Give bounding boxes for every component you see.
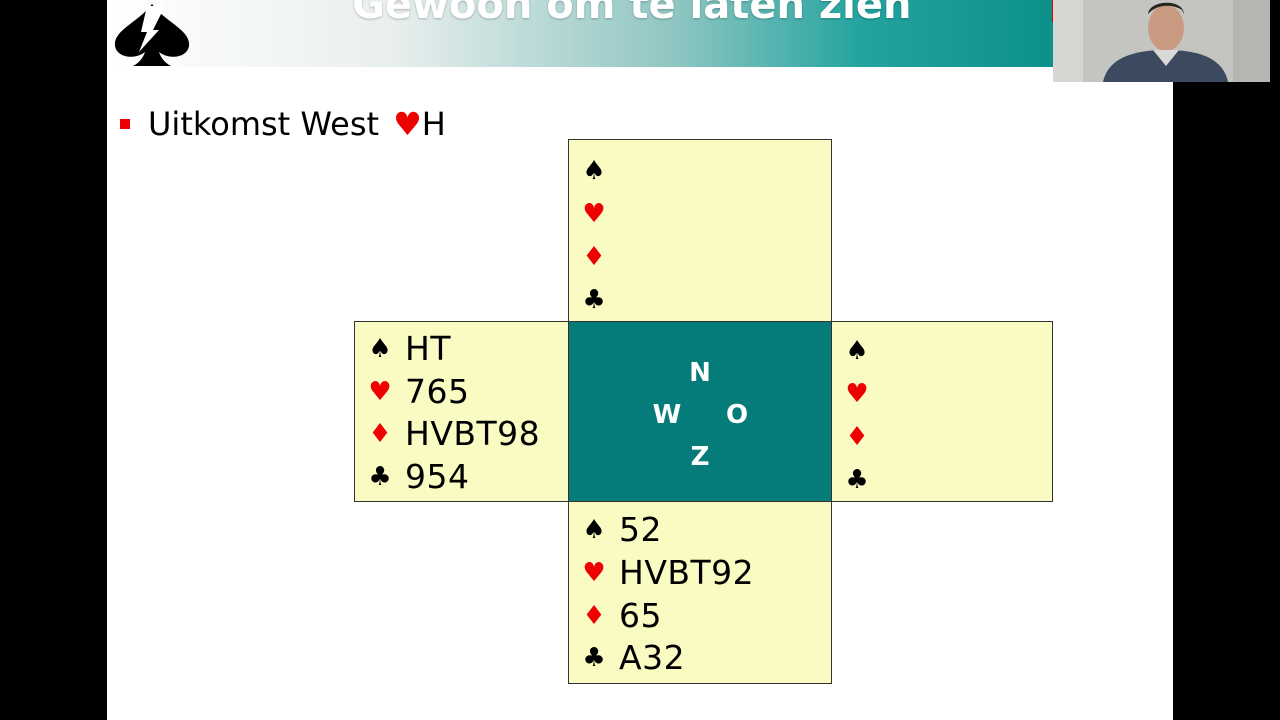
south-diamonds-row: ♦ 65: [581, 595, 662, 637]
west-clubs-row: ♣ 954: [367, 456, 470, 498]
header-banner: Gewoon om te laten zien: [107, 0, 1053, 67]
east-diamonds-row: ♦: [844, 416, 882, 458]
north-hearts-row: ♥: [581, 193, 619, 235]
compass-table: N W O Z: [568, 321, 832, 502]
heart-icon: ♥: [393, 105, 422, 143]
west-spades: HT: [405, 329, 451, 368]
east-hearts-row: ♥: [844, 373, 882, 415]
south-spades: 52: [619, 510, 662, 549]
east-clubs-row: ♣: [844, 459, 882, 501]
heart-icon: ♥: [582, 199, 606, 229]
club-icon: ♣: [582, 285, 606, 315]
diamond-icon: ♦: [845, 422, 869, 452]
north-hand: ♠ ♥ ♦ ♣: [568, 139, 832, 322]
club-icon: ♣: [368, 462, 392, 492]
west-hearts-row: ♥ 765: [367, 371, 470, 413]
spade-icon: ♠: [582, 156, 606, 186]
lead-bullet: Uitkomst West ♥ H: [120, 104, 446, 144]
compass-south: Z: [690, 442, 710, 472]
north-diamonds-row: ♦: [581, 236, 619, 278]
diamond-icon: ♦: [582, 242, 606, 272]
spade-logo-icon: [114, 4, 190, 66]
lead-text: Uitkomst West: [148, 105, 380, 143]
compass-north: N: [689, 358, 711, 388]
west-hand: ♠ HT ♥ 765 ♦ HVBT98 ♣ 954: [354, 321, 569, 502]
lead-card: H: [421, 105, 446, 143]
south-clubs: A32: [619, 638, 686, 677]
west-clubs: 954: [405, 457, 470, 496]
north-spades-row: ♠: [581, 150, 619, 192]
west-hearts: 765: [405, 372, 470, 411]
south-diamonds: 65: [619, 596, 662, 635]
south-hearts: HVBT92: [619, 553, 755, 592]
spade-icon: ♠: [845, 336, 869, 366]
webcam-thumbnail: [1053, 0, 1270, 82]
spade-icon: ♠: [582, 515, 606, 545]
east-spades-row: ♠: [844, 330, 882, 372]
heart-icon: ♥: [845, 379, 869, 409]
north-clubs-row: ♣: [581, 279, 619, 321]
west-diamonds: HVBT98: [405, 414, 541, 453]
south-clubs-row: ♣ A32: [581, 637, 685, 679]
compass-west: W: [652, 400, 682, 430]
club-icon: ♣: [582, 643, 606, 673]
heart-icon: ♥: [368, 377, 392, 407]
presenter-avatar: [1053, 0, 1270, 82]
south-hearts-row: ♥ HVBT92: [581, 552, 754, 594]
west-spades-row: ♠ HT: [367, 328, 451, 370]
heart-icon: ♥: [582, 558, 606, 588]
slide-title: Gewoon om te laten zien: [352, 0, 912, 28]
spade-icon: ♠: [368, 334, 392, 364]
compass-east: O: [725, 400, 749, 430]
east-hand: ♠ ♥ ♦ ♣: [831, 321, 1053, 502]
club-icon: ♣: [845, 465, 869, 495]
diamond-icon: ♦: [368, 419, 392, 449]
west-diamonds-row: ♦ HVBT98: [367, 413, 540, 455]
red-square-bullet-icon: [120, 119, 130, 129]
south-hand: ♠ 52 ♥ HVBT92 ♦ 65 ♣ A32: [568, 501, 832, 684]
south-spades-row: ♠ 52: [581, 509, 662, 551]
diamond-icon: ♦: [582, 601, 606, 631]
